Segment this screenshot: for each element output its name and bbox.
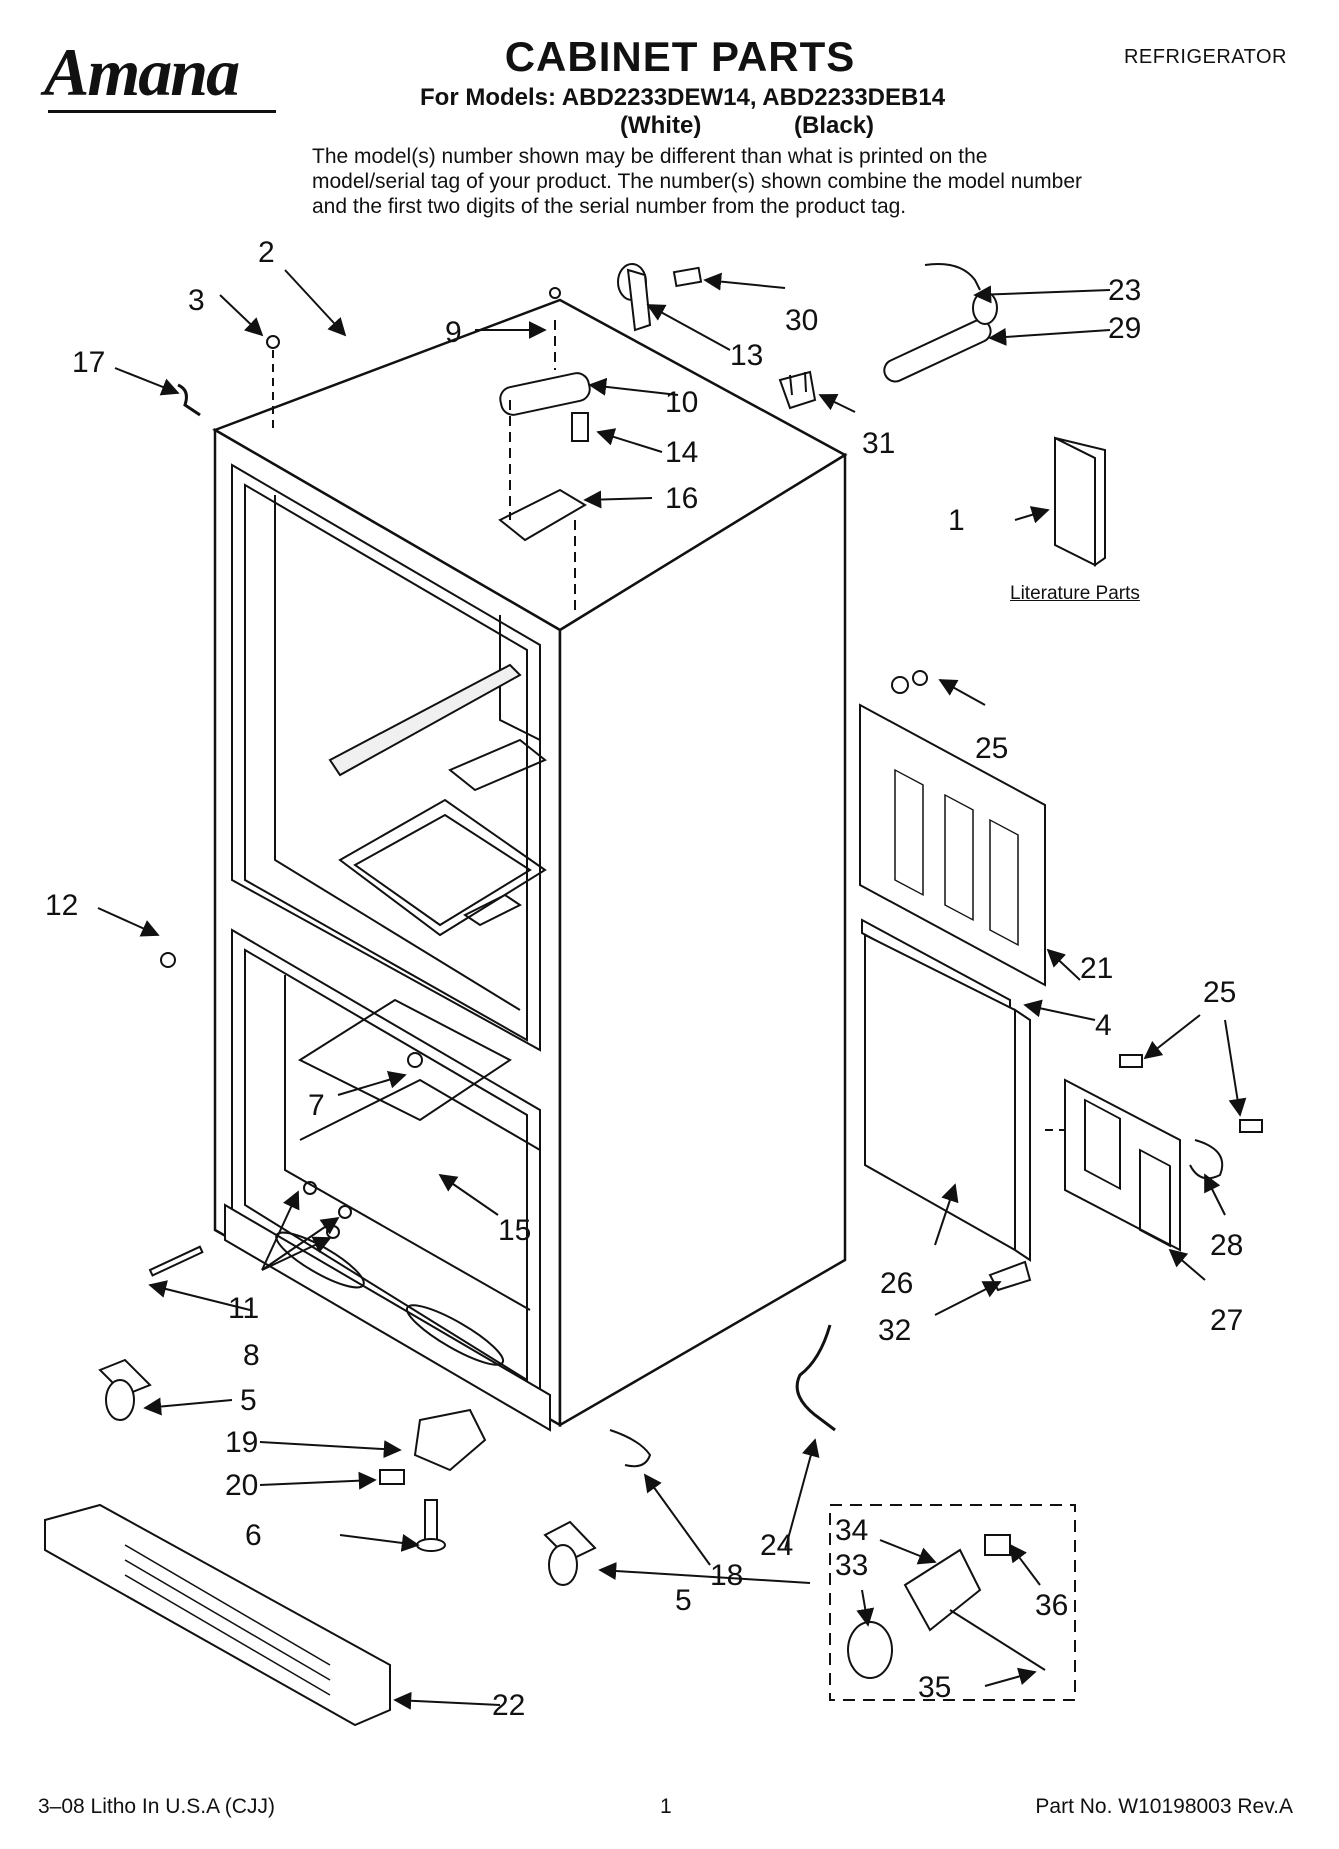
callout-28: 28 [1210,1229,1243,1262]
callout-14: 14 [665,436,698,469]
callout-6: 6 [245,1519,262,1552]
callout-24: 24 [760,1529,793,1562]
callout-4: 4 [1095,1009,1112,1042]
callout-32: 32 [878,1314,911,1347]
rear-bracket [1045,1054,1263,1252]
callout-27: 27 [1210,1304,1243,1337]
footer-print-info: 3–08 Litho In U.S.A (CJJ) [38,1795,275,1818]
callout-31: 31 [862,427,895,460]
disclaimer-text: The model(s) number shown may be differe… [312,145,1082,218]
callout-8: 8 [243,1339,260,1372]
callout-18: 18 [710,1559,743,1592]
clip-part-32 [988,1260,1032,1292]
water-tube-part [883,263,998,383]
callout-36: 36 [1035,1589,1068,1622]
callout-2: 2 [258,236,275,269]
callout-33: 33 [835,1549,868,1582]
variant-white: (White) [620,112,702,139]
callout-3: 3 [188,284,205,317]
callout-25a: 25 [975,732,1008,765]
callout-34: 34 [835,1514,868,1547]
callout-35: 35 [918,1671,951,1704]
footer-part-number: Part No. W10198003 Rev.A [1035,1795,1293,1818]
callout-11: 11 [228,1292,259,1325]
callout-21: 21 [1080,952,1113,985]
hinge-part-13 [617,263,703,332]
rear-roller-kit [829,1504,1076,1701]
callout-30: 30 [785,304,818,337]
clip-part-31 [778,370,817,410]
product-type: REFRIGERATOR [1123,46,1287,68]
base-grille [44,1503,391,1727]
page-title: CABINET PARTS [504,33,856,80]
callout-5b: 5 [675,1584,692,1617]
logo-underline [48,110,276,113]
literature-parts-label: Literature Parts [1010,583,1140,604]
callout-19: 19 [225,1426,258,1459]
callout-23: 23 [1108,274,1141,307]
callout-7: 7 [308,1089,325,1122]
callout-13: 13 [730,339,763,372]
leveling-bracket [379,1408,487,1552]
callout-20: 20 [225,1469,258,1502]
literature-booklet [1054,436,1106,567]
leader-arrows [97,269,1247,1710]
callout-10: 10 [665,386,698,419]
callout-15: 15 [498,1214,531,1247]
rear-access-panel [859,676,1046,987]
callout-1: 1 [948,504,965,537]
screws [148,670,928,1277]
top-left-parts [177,335,280,430]
callout-5a: 5 [240,1384,257,1417]
callout-25b: 25 [1203,976,1236,1009]
callout-29: 29 [1108,312,1141,345]
variant-black: (Black) [794,112,875,139]
callout-numbers: 1 2 3 4 5 5 6 7 8 9 10 11 12 13 14 15 16… [45,236,1243,1722]
callout-26: 26 [880,1267,913,1300]
drain-tube [609,1324,836,1468]
brand-logo: Amana [44,34,240,110]
callout-22: 22 [492,1689,525,1722]
footer-page-number: 1 [660,1795,672,1818]
models-line: For Models: ABD2233DEW14, ABD2233DEB14 [420,84,946,111]
callout-9: 9 [445,316,462,349]
grille-panel [861,918,1031,1262]
cabinet-shell [212,298,848,1432]
roller-assembly [98,1358,597,1586]
callout-17: 17 [72,346,105,379]
callout-16: 16 [665,482,698,515]
callout-12: 12 [45,889,78,922]
